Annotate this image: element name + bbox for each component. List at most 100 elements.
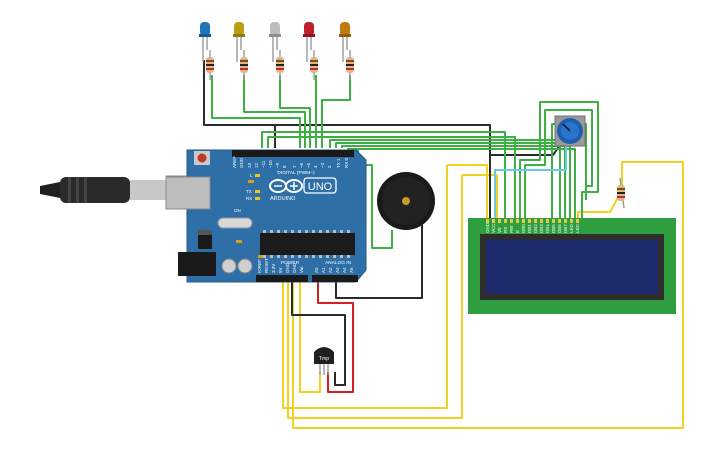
led-red-body — [304, 22, 314, 36]
wire-yellow-temp[interactable] — [299, 278, 321, 393]
lcd-pin-led-a: LED — [569, 223, 574, 233]
arduino-brand: ARDUINO — [270, 196, 296, 202]
pin-a3: A3 — [335, 267, 340, 273]
led-array — [199, 22, 354, 80]
led-white-body — [270, 22, 280, 36]
power-pin-labels: IOREF RESET 3.3V 5V GND GND Vin — [257, 258, 304, 273]
pin-a1: A1 — [321, 267, 326, 273]
wire-cyan-1[interactable] — [494, 143, 567, 218]
pin-9: ~9 — [275, 162, 280, 168]
digital-header — [232, 150, 354, 157]
pin-a2: A2 — [328, 267, 333, 273]
wire-green-lcd2[interactable] — [267, 136, 516, 218]
wire-green-lcd1[interactable] — [261, 131, 506, 218]
wire-red-1[interactable] — [317, 278, 354, 393]
arduino-uno-board[interactable]: UNO ARDUINO ON L TX RX DIGITAL (PWM~) AR… — [165, 149, 367, 283]
pin-a5: A5 — [349, 267, 354, 273]
usb-cable-tip — [40, 182, 60, 198]
wire-yellow-5[interactable] — [577, 189, 623, 218]
potentiometer-knob-indicator[interactable] — [562, 123, 571, 132]
led-label-tx: TX — [246, 189, 252, 194]
lcd-pin-db0: DB0 — [521, 224, 526, 233]
piezo-buzzer[interactable] — [377, 172, 435, 230]
pin-2: 2 — [327, 165, 332, 168]
wire-black-buzzer[interactable] — [335, 222, 423, 299]
analog-header — [312, 275, 358, 282]
atmega-chip — [260, 233, 355, 255]
temperature-sensor[interactable]: Tmp — [314, 347, 334, 375]
power-jack — [178, 252, 216, 276]
lcd-pin-db4: DB4 — [545, 224, 550, 233]
lcd-pin-e: E — [515, 230, 520, 233]
lcd-pin-gnd: GND — [485, 222, 490, 233]
resistor-1[interactable] — [206, 50, 214, 80]
wire-green-pot2[interactable] — [524, 109, 593, 218]
lcd-pin-db2: DB2 — [533, 224, 538, 233]
pin-a4: A4 — [342, 267, 347, 273]
pin-3v3: 3.3V — [271, 264, 276, 273]
led-red[interactable] — [303, 22, 315, 62]
lcd-pin-db5: DB5 — [551, 224, 556, 233]
led-yellow[interactable] — [233, 22, 245, 62]
pin-4: 4 — [313, 165, 318, 168]
sensor-body — [314, 347, 334, 364]
wire-green-lcd4[interactable] — [335, 142, 566, 218]
potentiometer[interactable] — [554, 115, 586, 147]
wire-yellow-3[interactable] — [447, 164, 488, 218]
resistor-4[interactable] — [310, 50, 318, 80]
power-header — [256, 275, 308, 282]
power-label: POWER — [281, 260, 300, 266]
led-label-l: L — [250, 173, 253, 178]
pin-10: ~10 — [268, 160, 273, 168]
pin-vin: Vin — [299, 266, 304, 273]
led-white[interactable] — [269, 22, 281, 62]
led-orange[interactable] — [339, 22, 351, 62]
resistor-3[interactable] — [276, 50, 284, 80]
led-yellow-body — [234, 22, 244, 36]
lcd-16x2[interactable]: GND VCC V0 RS RW E DB0 DB1 DB2 DB3 DB4 D… — [468, 218, 676, 314]
sensor-label: Tmp — [319, 356, 329, 362]
voltage-regulator — [198, 235, 212, 249]
pin-rx0: RX 0 — [344, 157, 349, 168]
uno-label: UNO — [308, 181, 333, 193]
on-label: ON — [234, 208, 241, 213]
resistor-2[interactable] — [240, 50, 248, 80]
wire-green-lcd3[interactable] — [329, 139, 561, 218]
crystal — [217, 217, 253, 229]
wire-green-led5[interactable] — [321, 75, 351, 148]
pin-7: 7 — [292, 165, 297, 168]
lcd-screen — [486, 240, 658, 294]
wire-green-lcd5[interactable] — [341, 145, 571, 218]
lcd-pin-db6: DB6 — [557, 224, 562, 233]
wire-yellow-6[interactable] — [292, 161, 684, 429]
led-blue[interactable] — [199, 22, 211, 62]
lcd-pin-labels: GND VCC V0 RS RW E DB0 DB1 DB2 DB3 DB4 D… — [485, 222, 580, 233]
wire-green-led3[interactable] — [279, 75, 311, 148]
pin-6: ~6 — [299, 162, 304, 168]
wire-black-bus[interactable] — [203, 60, 276, 148]
wire-yellow-4[interactable] — [462, 174, 498, 218]
wire-green-led2[interactable] — [243, 75, 306, 148]
lcd-pin-db3: DB3 — [539, 224, 544, 233]
uno-badge — [303, 177, 337, 194]
resistor-lcd-backlight[interactable] — [617, 177, 625, 209]
wire-yellow-1[interactable] — [282, 165, 448, 409]
resistor-5[interactable] — [346, 50, 354, 80]
usb-socket — [165, 176, 211, 210]
wire-yellow-2[interactable] — [287, 175, 463, 419]
wire-black-1[interactable] — [291, 278, 346, 386]
arduino-logo — [269, 179, 303, 193]
wire-green-pot1[interactable] — [519, 101, 599, 218]
lcd-pin-rw: RW — [509, 225, 514, 233]
pin-ioref: IOREF — [257, 259, 262, 273]
led-blue-body — [200, 22, 210, 36]
pin-tx1: TX 1 — [336, 158, 341, 168]
pin-reset: RESET — [264, 258, 269, 273]
lcd-pin-led-k: LED — [575, 223, 580, 233]
pin-13: 13 — [247, 162, 252, 168]
pin-aref: AREF — [232, 156, 237, 168]
analog-pin-labels: A0 A1 A2 A3 A4 A5 — [314, 267, 354, 273]
wire-green-lcd6[interactable] — [347, 148, 576, 218]
led-orange-body — [340, 22, 350, 36]
